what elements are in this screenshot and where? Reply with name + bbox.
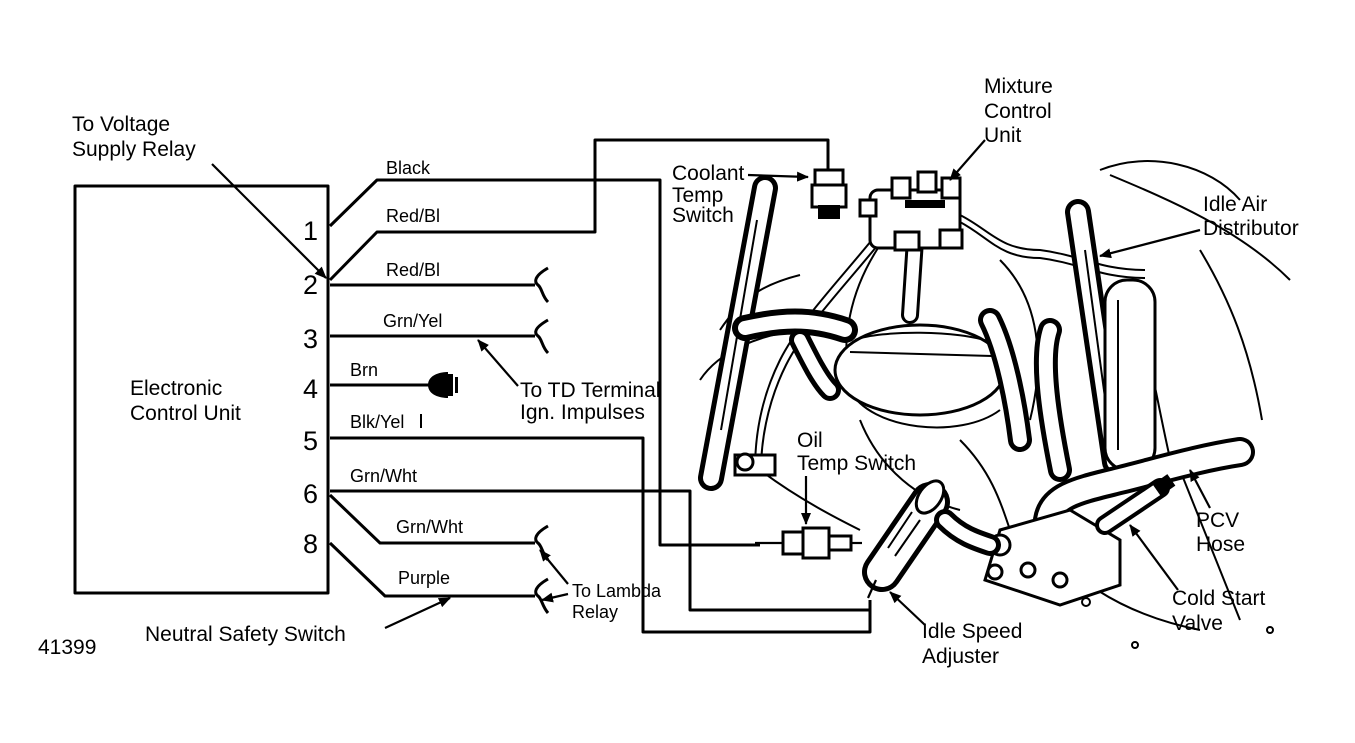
callout-lambda-line1: To Lambda — [572, 581, 662, 601]
callout-idle-air-line1: Idle Air — [1203, 193, 1267, 216]
callout-pcv-line1: PCV — [1196, 509, 1239, 532]
pin-5: 5 — [303, 426, 318, 456]
idle-speed-adjuster — [862, 479, 1001, 599]
wire-label-grn-yel: Grn/Yel — [383, 311, 442, 331]
callout-voltage-relay-line1: To Voltage — [72, 113, 170, 136]
wire-black — [328, 178, 760, 547]
callout-cold-start-line1: Cold Start — [1172, 587, 1266, 610]
callout-mixture-line3: Unit — [984, 124, 1022, 147]
callout-oil-temp-line1: Oil — [797, 429, 823, 452]
callout-idle-speed-line1: Idle Speed — [922, 620, 1022, 643]
voltage-relay-leader-arrow — [211, 163, 327, 279]
wire-label-blk-yel: Blk/Yel — [350, 412, 404, 432]
wire-label-red-bl-1: Red/Bl — [386, 206, 440, 226]
wire-grn-wht-1 — [330, 489, 870, 612]
mixture-leader-arrow — [949, 139, 986, 181]
pin-8: 8 — [303, 529, 318, 559]
callout-mixture-line1: Mixture — [984, 75, 1053, 98]
coolant-leader-arrow — [747, 171, 809, 182]
callout-lambda-line2: Relay — [572, 602, 618, 622]
lambda-leader-arrow-1 — [539, 549, 569, 585]
callout-idle-speed-line2: Adjuster — [922, 645, 999, 668]
pin-1: 1 — [303, 216, 318, 246]
callout-td-terminal-line2: Ign. Impulses — [520, 401, 645, 424]
wire-grn-wht-2 — [328, 493, 535, 545]
callout-pcv-line2: Hose — [1196, 533, 1245, 556]
callout-coolant-line1: Coolant — [672, 162, 745, 185]
callout-cold-start-line2: Valve — [1172, 612, 1223, 635]
callout-idle-air-line2: Distributor — [1203, 217, 1299, 240]
ecu-box — [73, 184, 330, 595]
td-terminal-leader-arrow — [477, 339, 519, 387]
wire-label-red-bl-2: Red/Bl — [386, 260, 440, 280]
pin-6: 6 — [303, 479, 318, 509]
callout-neutral-safety-switch: Neutral Safety Switch — [145, 623, 346, 646]
wire-red-bl-1 — [328, 138, 830, 282]
coolant-temp-switch — [810, 168, 848, 219]
idle-air-leader-arrow — [1099, 228, 1201, 259]
wire-label-black: Black — [386, 158, 431, 178]
lambda-leader-arrow-2 — [541, 592, 569, 603]
wire-blk-yel — [330, 436, 872, 634]
idle-air-distributor — [1103, 278, 1157, 472]
callout-mixture-line2: Control — [984, 100, 1052, 123]
neutral-safety-leader-arrow — [384, 597, 451, 629]
callout-coolant-line2: Temp — [672, 184, 723, 207]
mixture-control-unit — [858, 170, 964, 252]
callout-td-terminal-line1: To TD Terminal — [520, 379, 660, 402]
wire-end-connectors — [534, 266, 550, 614]
idle-speed-leader-arrow — [889, 591, 926, 626]
oil-temp-switch — [755, 526, 862, 560]
cold-start-leader-arrow — [1129, 524, 1179, 591]
wire-label-grn-wht-2: Grn/Wht — [396, 517, 463, 537]
cold-start-valve — [983, 474, 1176, 607]
pcv-hose — [1033, 437, 1255, 535]
callout-coolant-line3: Switch — [672, 204, 734, 227]
ecu-label-line2: Control Unit — [130, 402, 241, 425]
ground-plug-icon — [428, 372, 458, 398]
ecu-pin-numbers: 1 2 3 4 5 6 8 — [303, 216, 318, 559]
wire-label-purple: Purple — [398, 568, 450, 588]
wire-purple — [328, 541, 535, 598]
callout-voltage-relay-line2: Supply Relay — [72, 138, 196, 161]
figure-number: 41399 — [38, 636, 96, 659]
engine-illustration — [698, 160, 1291, 649]
wire-label-brn: Brn — [350, 360, 378, 380]
pin-2: 2 — [303, 270, 318, 300]
wire-label-grn-wht-1: Grn/Wht — [350, 466, 417, 486]
ecu-label-line1: Electronic — [130, 377, 222, 400]
pin-4: 4 — [303, 374, 318, 404]
pcv-leader-arrow — [1189, 469, 1211, 509]
callout-oil-temp-line2: Temp Switch — [797, 452, 916, 475]
blk-yel-tick — [420, 414, 422, 428]
pin-3: 3 — [303, 324, 318, 354]
